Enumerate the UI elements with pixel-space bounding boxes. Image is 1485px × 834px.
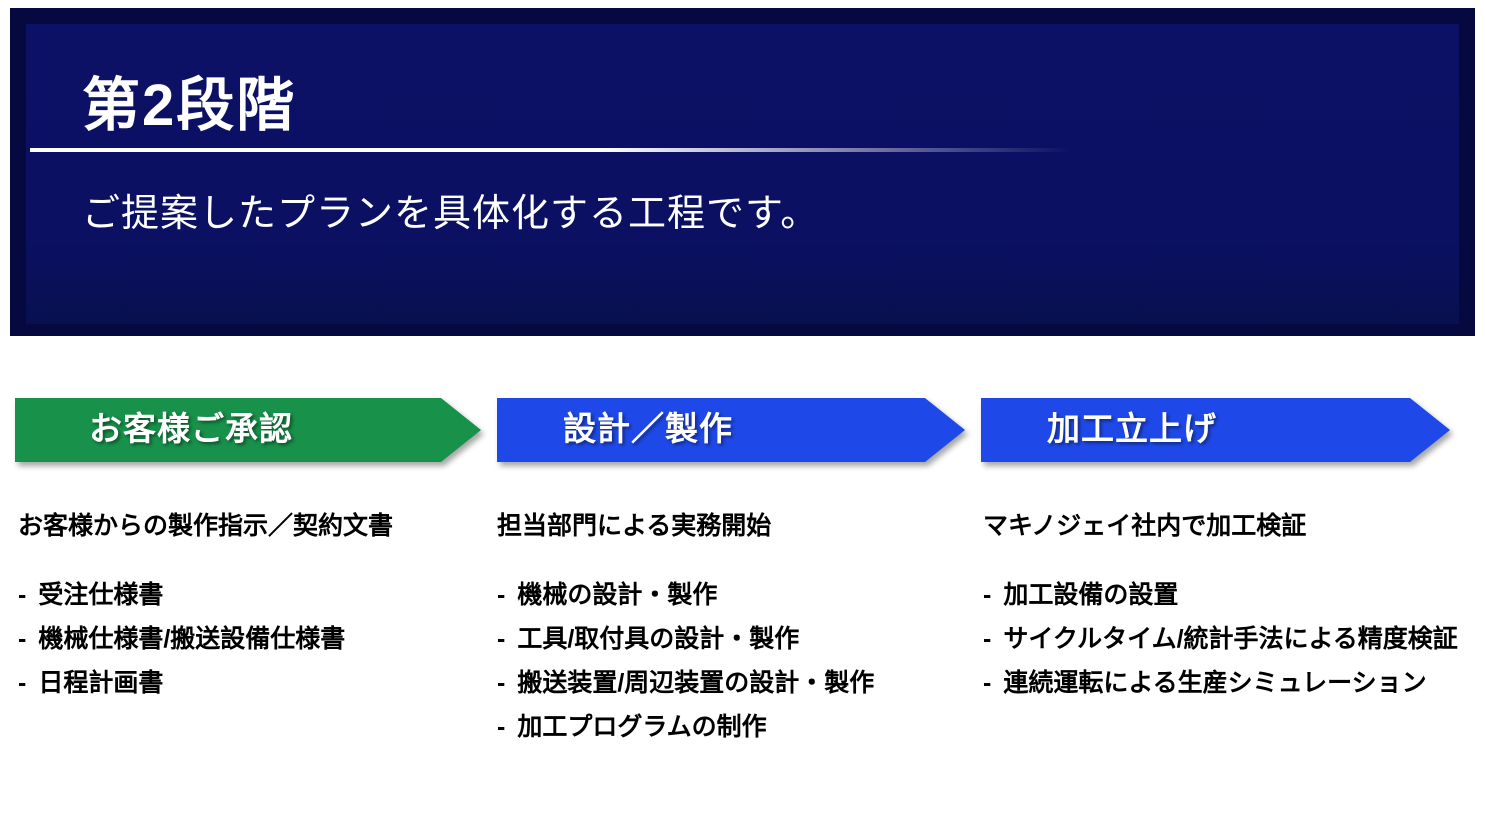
list-item-text: 連続運転による生産シミュレーション <box>1003 669 1427 697</box>
list-item: -工具/取付具の設計・製作 <box>497 624 997 654</box>
list-item: -機械の設計・製作 <box>497 580 997 610</box>
dash-bullet: - <box>497 625 506 653</box>
list-item-text: 加工設備の設置 <box>1003 581 1179 609</box>
column-lead: お客様からの製作指示／契約文書 <box>18 512 394 540</box>
list-item: -連続運転による生産シミュレーション <box>983 668 1483 698</box>
column-approval: お客様からの製作指示／契約文書 -受注仕様書 -機械仕様書/搬送設備仕様書 -日… <box>18 506 518 698</box>
dash-bullet: - <box>497 713 506 741</box>
list-item: -受注仕様書 <box>18 580 518 610</box>
column-machining-startup: マキノジェイ社内で加工検証 -加工設備の設置 -サイクルタイム/統計手法による精… <box>983 506 1483 698</box>
process-step-design-manufacture: 設計／製作 <box>497 398 965 462</box>
list-item-text: 機械仕様書/搬送設備仕様書 <box>38 625 346 653</box>
list-item: -サイクルタイム/統計手法による精度検証 <box>983 624 1483 654</box>
dash-bullet: - <box>983 669 992 697</box>
list-item-text: 受注仕様書 <box>38 581 164 609</box>
list-item: -搬送装置/周辺装置の設計・製作 <box>497 668 997 698</box>
list-item-text: 加工プログラムの制作 <box>517 713 767 741</box>
list-item: -機械仕様書/搬送設備仕様書 <box>18 624 518 654</box>
dash-bullet: - <box>18 581 27 609</box>
column-lead: マキノジェイ社内で加工検証 <box>983 512 1307 540</box>
list-item-text: 工具/取付具の設計・製作 <box>517 625 800 653</box>
list-item-text: サイクルタイム/統計手法による精度検証 <box>1003 625 1458 653</box>
process-arrow-label: お客様ご承認 <box>15 398 481 462</box>
dash-bullet: - <box>18 669 27 697</box>
list-item-text: 日程計画書 <box>38 669 164 697</box>
slide-banner: 第2段階 ご提案したプランを具体化する工程です。 <box>10 8 1475 336</box>
dash-bullet: - <box>497 581 506 609</box>
column-item-list: -機械の設計・製作 -工具/取付具の設計・製作 -搬送装置/周辺装置の設計・製作… <box>497 580 997 742</box>
dash-bullet: - <box>18 625 27 653</box>
list-item: -日程計画書 <box>18 668 518 698</box>
column-item-list: -加工設備の設置 -サイクルタイム/統計手法による精度検証 -連続運転による生産… <box>983 580 1483 698</box>
column-design-manufacture: 担当部門による実務開始 -機械の設計・製作 -工具/取付具の設計・製作 -搬送装… <box>497 506 997 742</box>
process-step-machining-startup: 加工立上げ <box>981 398 1450 462</box>
page-title: 第2段階 <box>82 73 297 138</box>
list-item-text: 搬送装置/周辺装置の設計・製作 <box>517 669 875 697</box>
process-arrow-label: 加工立上げ <box>981 398 1450 462</box>
column-item-list: -受注仕様書 -機械仕様書/搬送設備仕様書 -日程計画書 <box>18 580 518 698</box>
process-arrow-label: 設計／製作 <box>497 398 965 462</box>
dash-bullet: - <box>983 625 992 653</box>
list-item-text: 機械の設計・製作 <box>517 581 718 609</box>
title-underline <box>30 148 1070 152</box>
slide-banner-inner: 第2段階 ご提案したプランを具体化する工程です。 <box>26 24 1459 324</box>
process-step-approval: お客様ご承認 <box>15 398 481 462</box>
dash-bullet: - <box>497 669 506 697</box>
list-item: -加工プログラムの制作 <box>497 712 997 742</box>
page-subtitle: ご提案したプランを具体化する工程です。 <box>82 193 820 235</box>
dash-bullet: - <box>983 581 992 609</box>
list-item: -加工設備の設置 <box>983 580 1483 610</box>
column-lead: 担当部門による実務開始 <box>497 512 772 540</box>
